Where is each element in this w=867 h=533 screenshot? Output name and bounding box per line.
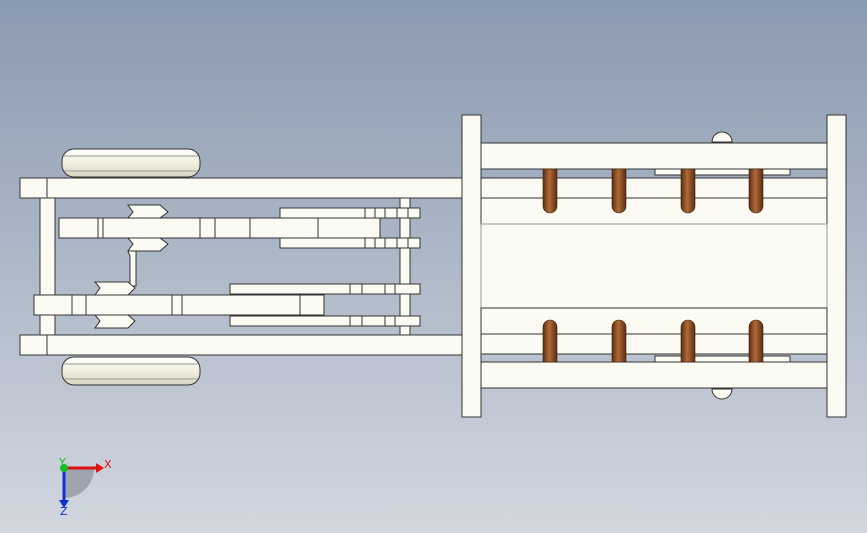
left-frame[interactable] [19, 148, 463, 386]
end-plate-left[interactable] [461, 114, 482, 418]
y-axis-dot [60, 464, 68, 472]
knob-bottom[interactable] [711, 388, 733, 400]
post-right[interactable] [399, 197, 411, 336]
pin[interactable] [748, 168, 764, 214]
beam-7[interactable] [480, 361, 828, 389]
right-box-frame[interactable] [461, 114, 847, 418]
beam-5[interactable] [480, 307, 828, 335]
beam-1[interactable] [480, 142, 828, 170]
beam-3[interactable] [480, 197, 828, 225]
z-axis-label: Z [60, 505, 68, 518]
bracket-bottom[interactable] [654, 355, 791, 363]
knob-top[interactable] [711, 131, 733, 143]
pins [542, 168, 764, 363]
y-axis-label: Y [58, 456, 66, 469]
beam-4[interactable] [480, 223, 828, 309]
pin[interactable] [542, 319, 558, 363]
pin[interactable] [680, 319, 696, 363]
pin[interactable] [680, 168, 696, 214]
link-arm-upper[interactable] [58, 204, 421, 252]
pin[interactable] [542, 168, 558, 214]
x-axis-label: X [104, 458, 112, 471]
wheel-top[interactable] [61, 148, 201, 178]
side-rail-top[interactable] [19, 177, 463, 199]
beam-6[interactable] [480, 333, 828, 355]
side-rail-bottom[interactable] [19, 334, 463, 356]
pin[interactable] [748, 319, 764, 363]
pin[interactable] [611, 168, 627, 214]
pin[interactable] [611, 319, 627, 363]
link-arm-lower[interactable] [33, 281, 421, 329]
bracket-top[interactable] [654, 168, 791, 176]
triad-shadow [64, 468, 94, 498]
beam-2[interactable] [480, 177, 828, 199]
end-plate-right[interactable] [826, 114, 847, 418]
orientation-triad[interactable]: X Y Z [58, 456, 112, 518]
wheel-bottom[interactable] [61, 356, 201, 386]
